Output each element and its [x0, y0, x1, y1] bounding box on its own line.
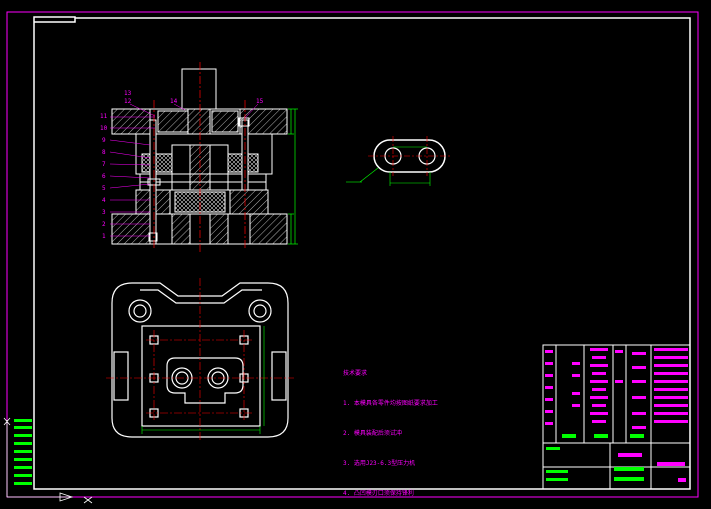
upper-die-base: [111, 108, 288, 135]
part-number: 6: [102, 173, 106, 180]
front-section-view: [111, 68, 288, 245]
part-number: 8: [102, 149, 106, 156]
ucs-icon: [3, 417, 93, 504]
part-number: 12: [124, 98, 132, 105]
part-number: 3: [102, 209, 106, 216]
part-number: 11: [100, 113, 108, 120]
technical-note: 3. 选用J23-6.3型压力机: [343, 460, 416, 467]
guide-pillar-left: [149, 119, 157, 245]
part-number: 4: [102, 197, 106, 204]
die-shank: [181, 68, 217, 110]
plan-view-centerlines: [106, 278, 294, 442]
part-number: 10: [100, 125, 108, 132]
technical-note: 4. 凸凹模刃口须保持锋利: [343, 490, 414, 497]
technical-notes: 技术要求 1. 本模具各零件均按图纸要求加工 2. 模具装配后须试冲 3. 选用…: [343, 349, 438, 509]
part-number: 9: [102, 137, 106, 144]
part-number: 1: [102, 233, 106, 240]
technical-note: 2. 模具装配后须试冲: [343, 430, 402, 437]
leader-lines: [109, 103, 259, 237]
lower-die-base-outline: [111, 282, 289, 438]
part-number-labels: 11 10 9 8 7 6 5 4 3 2 1 13 12 14 15: [100, 90, 264, 240]
front-view-dimensions: [288, 108, 298, 245]
part-number: 15: [256, 98, 264, 105]
part-number: 2: [102, 221, 106, 228]
part-number: 14: [170, 98, 178, 105]
plan-view-dimensions: [141, 326, 265, 434]
technical-notes-title: 技术要求: [343, 370, 368, 377]
part-number: 7: [102, 161, 106, 168]
side-tag-block: [14, 419, 32, 485]
outer-border: [6, 11, 699, 498]
part-number: 13: [124, 90, 132, 97]
workpiece-view: [346, 136, 452, 186]
part-number: 5: [102, 185, 106, 192]
front-view-centerlines: [153, 62, 246, 252]
title-block: [542, 344, 691, 490]
technical-note: 1. 本模具各零件均按图纸要求加工: [343, 400, 438, 407]
